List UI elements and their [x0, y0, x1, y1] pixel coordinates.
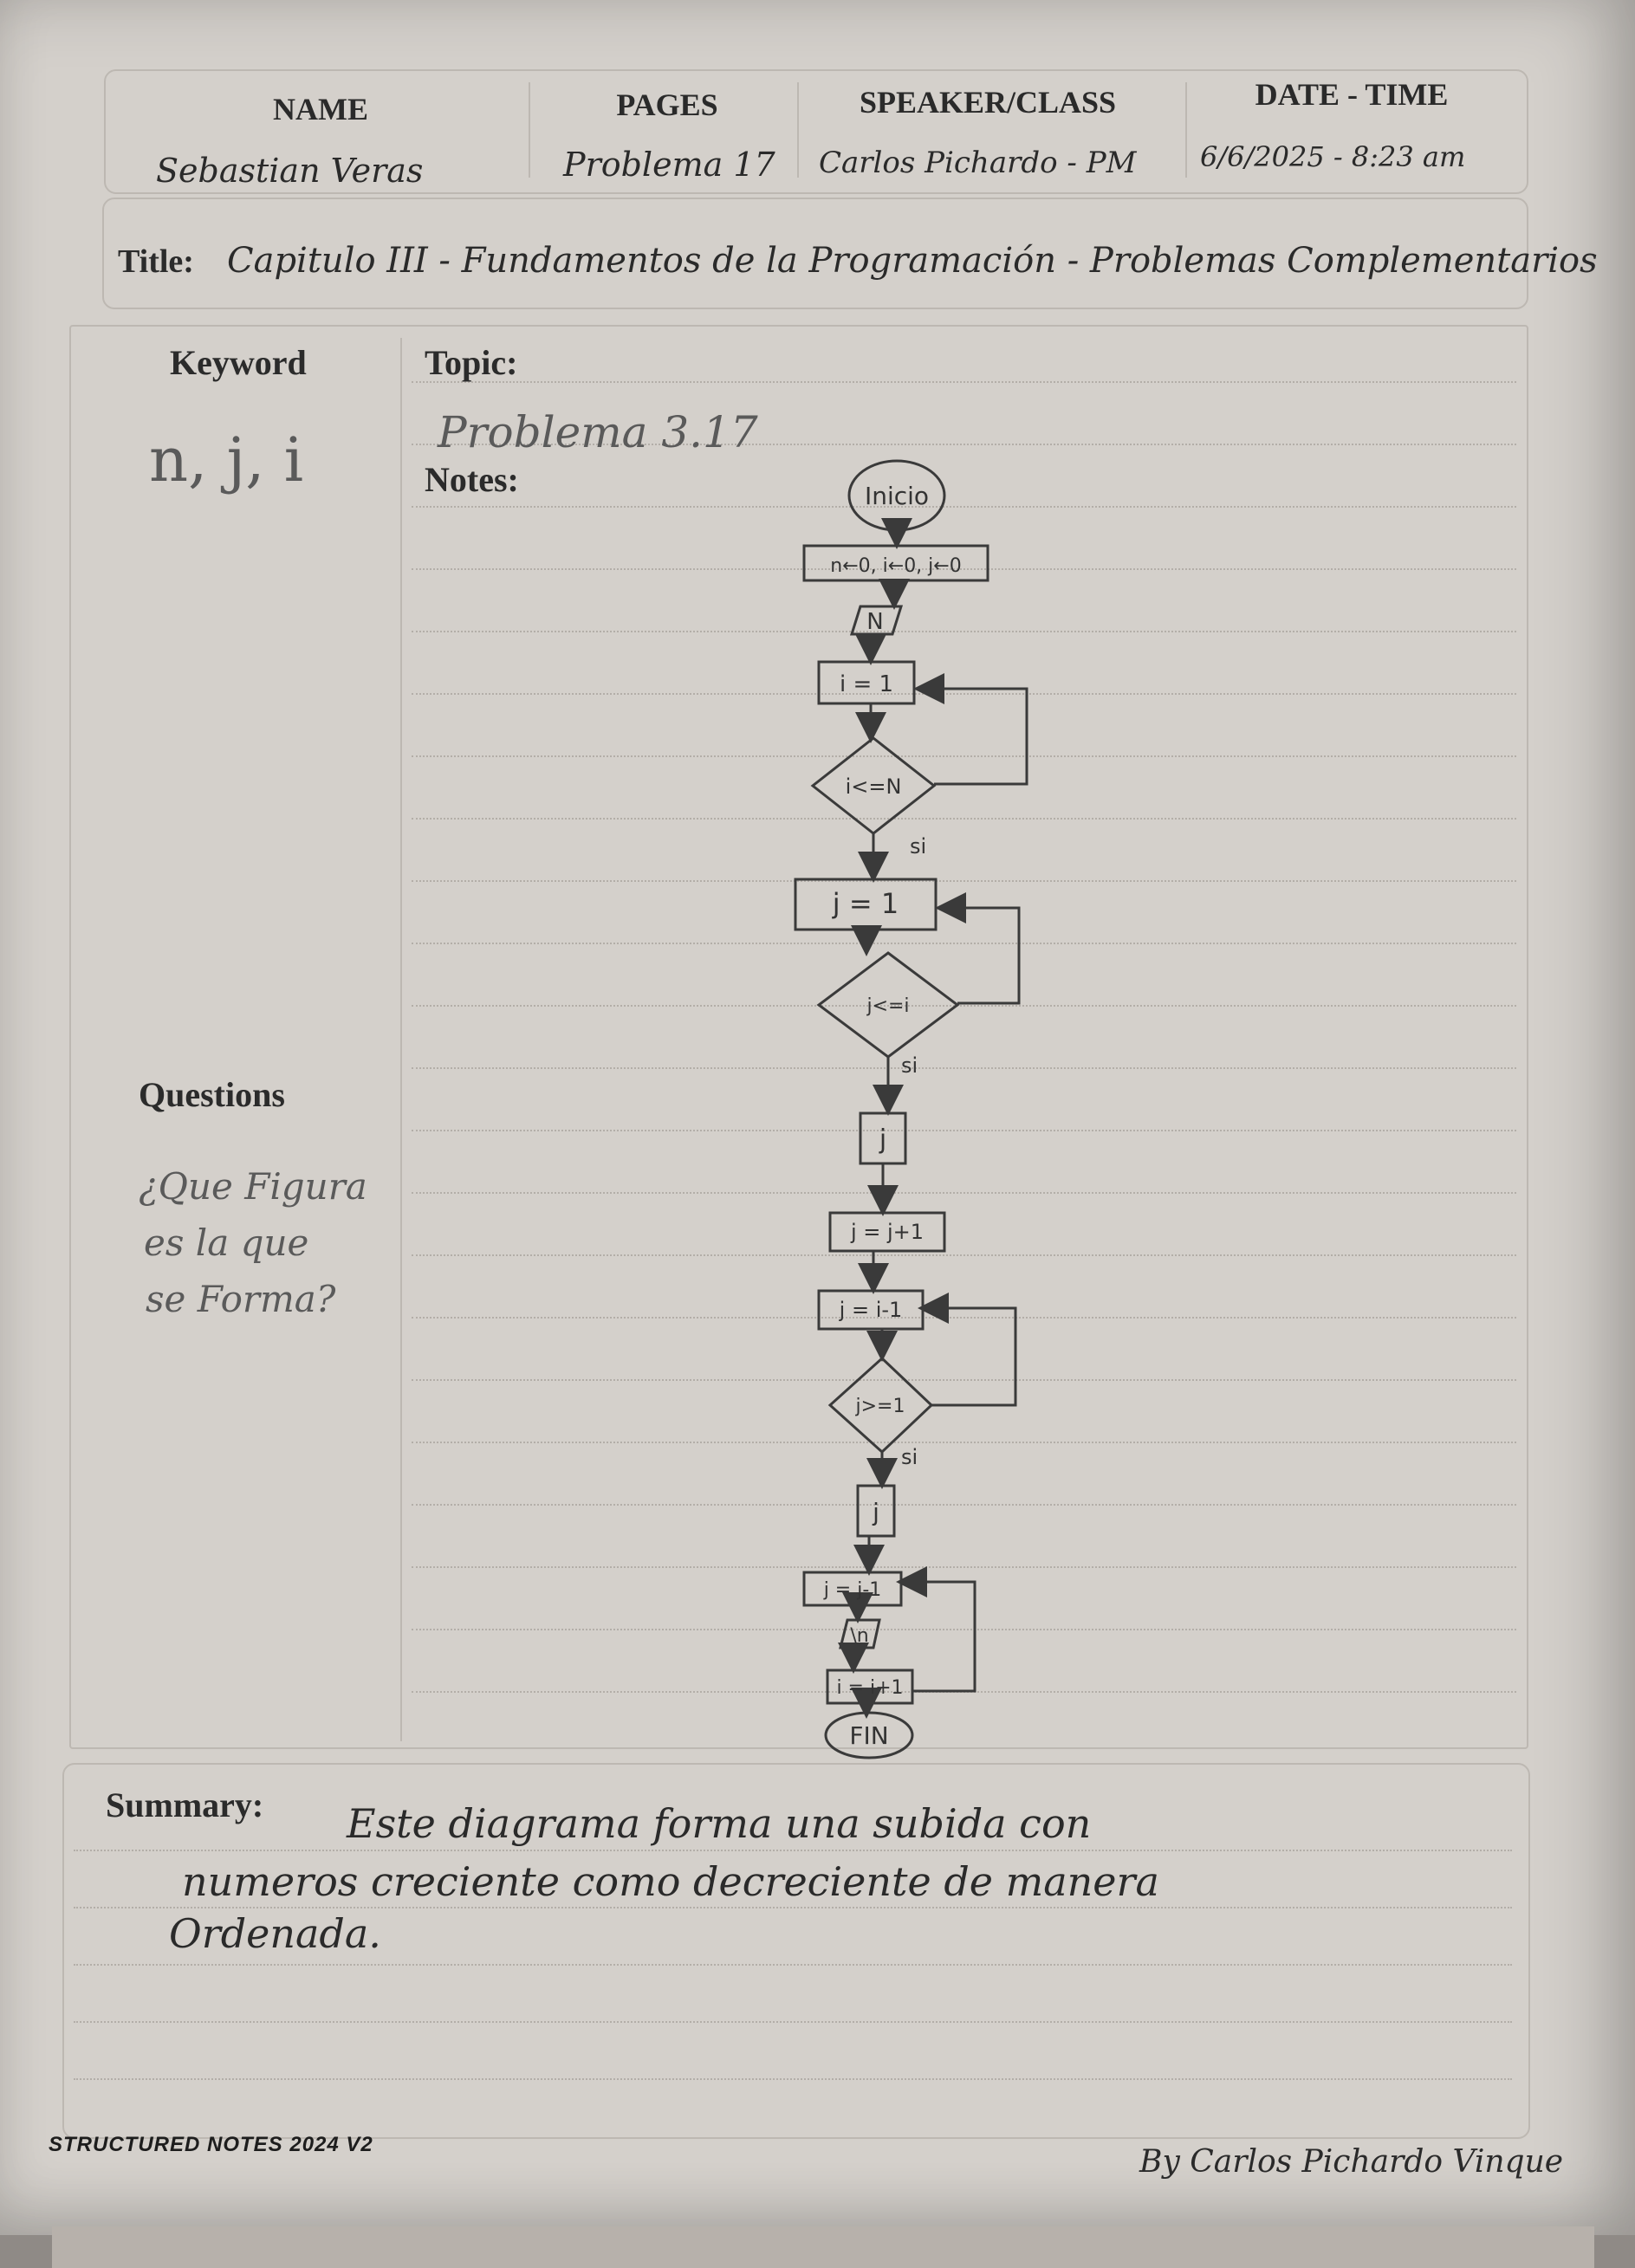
ruled-line: [74, 2078, 1512, 2080]
cond-i-text: i<=N: [846, 774, 902, 799]
questions-line: es la que: [144, 1221, 309, 1264]
print-j2-text: j: [872, 1498, 879, 1526]
end-terminal: [824, 1711, 914, 1759]
datetime-value: 6/6/2025 - 8:23 am: [1200, 140, 1466, 173]
ruled-line: [412, 693, 1516, 695]
yes-label-1: si: [910, 834, 926, 859]
loop-arrow: [918, 1293, 1017, 1407]
keyword-value: n, j, i: [149, 424, 304, 496]
cond-j-text: j<=i: [866, 995, 909, 1017]
header-box: [104, 69, 1528, 194]
print-j-text: j: [879, 1124, 886, 1155]
ruled-line: [74, 1964, 1512, 1966]
newline-text: \n: [850, 1625, 868, 1647]
ruled-line: [412, 1504, 1516, 1506]
ruled-line: [412, 755, 1516, 757]
name-label: NAME: [273, 92, 368, 126]
flowchart: Inicio n←0, i←0, j←0 N i = 1 i<=N si j =…: [794, 459, 1028, 1759]
ruled-line: [74, 1850, 1512, 1851]
newline-parallelogram: [839, 1618, 881, 1649]
topic-label: Topic:: [425, 343, 518, 382]
title-value: Capitulo III - Fundamentos de la Program…: [227, 241, 1598, 281]
questions-line: se Forma?: [146, 1278, 336, 1320]
ruled-line: [412, 1192, 1516, 1194]
dec-j-text: j = j-1: [823, 1579, 882, 1601]
ruled-line: [412, 1067, 1516, 1069]
ruled-line: [412, 943, 1516, 944]
header-divider: [797, 82, 799, 178]
print-j2-box: [856, 1484, 896, 1538]
footer-brand: STRUCTURED NOTES 2024 V2: [49, 2133, 373, 2156]
title-box: [102, 198, 1528, 309]
yes-label-2: si: [901, 1053, 918, 1078]
pages-value: Problema 17: [563, 146, 775, 184]
ruled-line: [412, 1442, 1516, 1443]
ruled-line: [412, 1005, 1516, 1007]
summary-line: Ordenada.: [169, 1910, 381, 1957]
notes-label: Notes:: [425, 460, 519, 499]
ruled-line: [412, 1130, 1516, 1131]
keyword-column-divider: [400, 338, 402, 1741]
loop-arrow: [913, 673, 1028, 786]
footer-author: By Carlos Pichardo Vinque: [1139, 2144, 1564, 2180]
ruled-line: [412, 444, 1516, 445]
ruled-line: [412, 381, 1516, 383]
speaker-value: Carlos Pichardo - PM: [819, 146, 1137, 180]
ruled-line: [412, 568, 1516, 570]
start-text: Inicio: [865, 482, 929, 510]
inc-j-text: j = j+1: [850, 1220, 924, 1244]
summary-box: [62, 1763, 1530, 2139]
questions-label: Questions: [139, 1075, 285, 1114]
title-label: Title:: [118, 243, 194, 280]
summary-label: Summary:: [106, 1785, 264, 1824]
read-n-parallelogram: [849, 605, 904, 636]
page-edge: [52, 2226, 1594, 2268]
loop-arrow: [935, 892, 1021, 1005]
ruled-line: [412, 1254, 1516, 1256]
end-text: FIN: [849, 1721, 888, 1750]
ruled-line: [412, 880, 1516, 882]
speaker-label: SPEAKER/CLASS: [859, 85, 1117, 120]
header-divider: [1185, 82, 1187, 178]
ruled-line: [412, 1566, 1516, 1568]
set-j-text: j = 1: [832, 887, 899, 920]
ruled-line: [412, 1379, 1516, 1381]
pages-label: PAGES: [616, 87, 718, 122]
ruled-line: [412, 506, 1516, 508]
ruled-line: [412, 818, 1516, 820]
notes-box: [69, 325, 1528, 1749]
header-divider: [529, 82, 530, 178]
ruled-line: [74, 1907, 1512, 1908]
name-value: Sebastian Veras: [156, 152, 424, 190]
set-i-text: i = 1: [840, 671, 893, 697]
set-j2-text: j = i-1: [839, 1298, 903, 1322]
summary-line: numeros creciente como decreciente de ma…: [182, 1858, 1159, 1905]
ruled-line: [412, 1317, 1516, 1319]
ruled-line: [412, 631, 1516, 632]
cond-j2-text: j>=1: [855, 1396, 905, 1417]
keyword-label: Keyword: [170, 343, 307, 382]
init-text: n←0, i←0, j←0: [830, 555, 961, 577]
read-n-text: N: [866, 609, 883, 635]
ruled-line: [412, 1629, 1516, 1630]
inc-j-box: [828, 1211, 946, 1253]
datetime-label: DATE - TIME: [1255, 77, 1449, 112]
summary-line: Este diagrama forma una subida con: [347, 1800, 1092, 1847]
questions-line: ¿Que Figura: [139, 1165, 367, 1208]
inc-i-text: i = i+1: [836, 1677, 903, 1699]
ruled-line: [74, 2021, 1512, 2023]
topic-value: Problema 3.17: [438, 407, 758, 457]
loop-arrow: [896, 1566, 976, 1693]
yes-label-3: si: [901, 1445, 918, 1469]
